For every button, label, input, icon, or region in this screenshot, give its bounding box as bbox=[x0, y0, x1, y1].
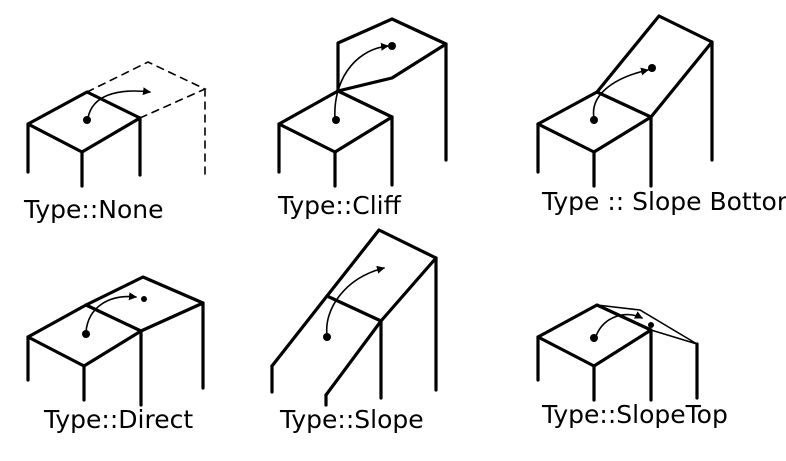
target-dot bbox=[141, 296, 147, 302]
label-type-direct: Type::Direct bbox=[43, 405, 193, 434]
source-dot bbox=[332, 116, 340, 124]
label-type-slope-top: Type::SlopeTop bbox=[541, 400, 728, 429]
target-dot bbox=[648, 64, 656, 72]
upper-pillar-cliff bbox=[336, 17, 448, 162]
source-dot bbox=[83, 116, 91, 124]
target-dot bbox=[648, 322, 654, 328]
rising-slope-tile bbox=[595, 14, 714, 162]
pillar-slope-top bbox=[536, 303, 653, 402]
panel-type-slope-top: Type::SlopeTop bbox=[536, 303, 728, 429]
panel-type-slope-bottom: Type :: Slope Bottom bbox=[536, 14, 786, 216]
connection-arrow bbox=[85, 292, 137, 333]
source-dot bbox=[323, 333, 331, 341]
lower-slope-tile bbox=[270, 294, 383, 407]
label-type-cliff: Type::Cliff bbox=[277, 191, 402, 220]
connection-arrow bbox=[87, 87, 151, 119]
source-dot bbox=[590, 116, 598, 124]
panel-type-slope: Type::Slope bbox=[270, 228, 438, 434]
label-type-slope: Type::Slope bbox=[279, 405, 424, 434]
connection-arrow bbox=[334, 42, 389, 119]
target-dot bbox=[388, 42, 396, 50]
panel-type-direct: Type::Direct bbox=[26, 275, 205, 434]
left-pillar-direct bbox=[26, 303, 143, 407]
connection-arrow bbox=[595, 311, 643, 337]
panel-type-none: Type::None bbox=[23, 61, 207, 224]
descending-slope-tile bbox=[596, 304, 699, 400]
connection-arrow bbox=[592, 67, 649, 119]
upper-slope-tile bbox=[325, 228, 438, 392]
lower-pillar-cliff bbox=[277, 89, 394, 188]
panel-type-cliff: Type::Cliff bbox=[277, 17, 448, 220]
label-type-none: Type::None bbox=[23, 195, 164, 224]
right-pillar-direct bbox=[84, 275, 205, 390]
pillar-none bbox=[26, 90, 142, 188]
source-dot bbox=[82, 330, 90, 338]
label-type-slope-bottom: Type :: Slope Bottom bbox=[541, 187, 786, 216]
missing-neighbor-outline bbox=[86, 61, 207, 176]
connection-arrow bbox=[325, 265, 385, 336]
